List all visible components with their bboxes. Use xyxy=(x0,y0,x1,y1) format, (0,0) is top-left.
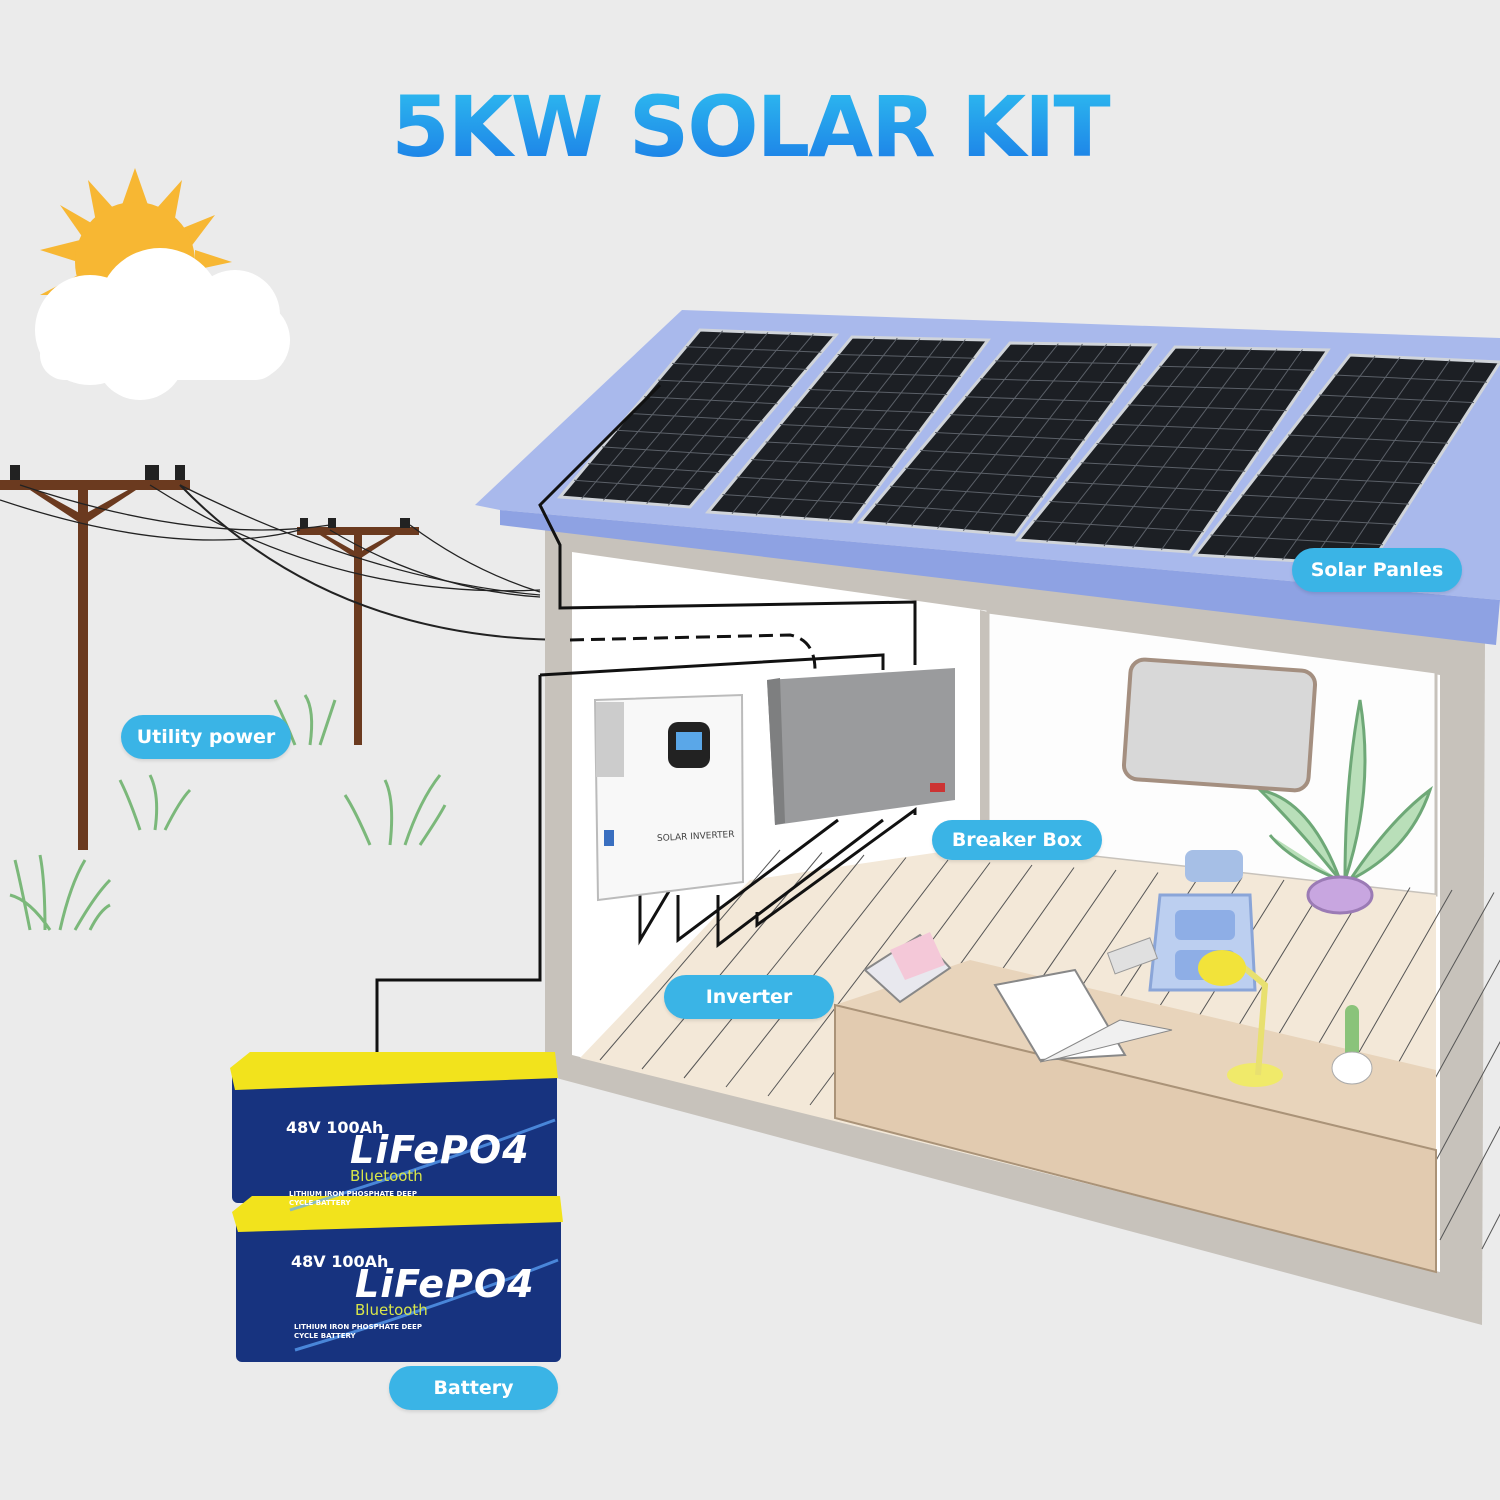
label-utility-power: Utility power xyxy=(121,715,291,759)
label-solar-panels: Solar Panles xyxy=(1292,548,1462,592)
utility-pole-icon xyxy=(0,465,419,850)
battery-chemistry: LiFePO4 xyxy=(350,1128,530,1172)
solar-panel xyxy=(856,341,1158,537)
solar-inverter-device xyxy=(593,693,745,902)
laptop-icon xyxy=(993,968,1173,1063)
power-lines xyxy=(0,484,571,641)
battery-feature: Bluetooth xyxy=(350,1167,423,1185)
solar-panels xyxy=(556,328,1500,567)
wall-mirror-icon xyxy=(1121,657,1318,793)
cactus-icon xyxy=(1331,1005,1373,1085)
solar-panel xyxy=(1015,345,1331,554)
battery-rating: 48V 100Ah xyxy=(291,1252,389,1271)
label-breaker-box: Breaker Box xyxy=(932,820,1102,860)
solar-panel xyxy=(556,328,840,509)
battery-description: LITHIUM IRON PHOSPHATE DEEP CYCLE BATTER… xyxy=(289,1190,417,1207)
battery-chemistry: LiFePO4 xyxy=(355,1262,535,1306)
page-title: 5KW SOLAR KIT xyxy=(0,78,1500,176)
roof-fascia xyxy=(500,510,1500,645)
solar-panel xyxy=(704,335,991,524)
cloud-icon xyxy=(35,248,290,400)
battery-feature: Bluetooth xyxy=(355,1301,428,1319)
breaker-box-device xyxy=(767,668,955,825)
battery-rating: 48V 100Ah xyxy=(286,1118,384,1137)
printer-icon xyxy=(863,932,952,1004)
desk-front xyxy=(834,1003,1437,1274)
desk-lamp-icon xyxy=(1198,950,1283,1087)
room-divider-wall xyxy=(980,610,988,845)
battery-stack xyxy=(230,1052,563,1362)
label-inverter: Inverter xyxy=(664,975,834,1019)
desk xyxy=(835,960,1436,1150)
label-battery: Battery xyxy=(389,1366,558,1410)
battery-description: LITHIUM IRON PHOSPHATE DEEP CYCLE BATTER… xyxy=(294,1323,422,1340)
plant-icon xyxy=(1255,699,1433,915)
